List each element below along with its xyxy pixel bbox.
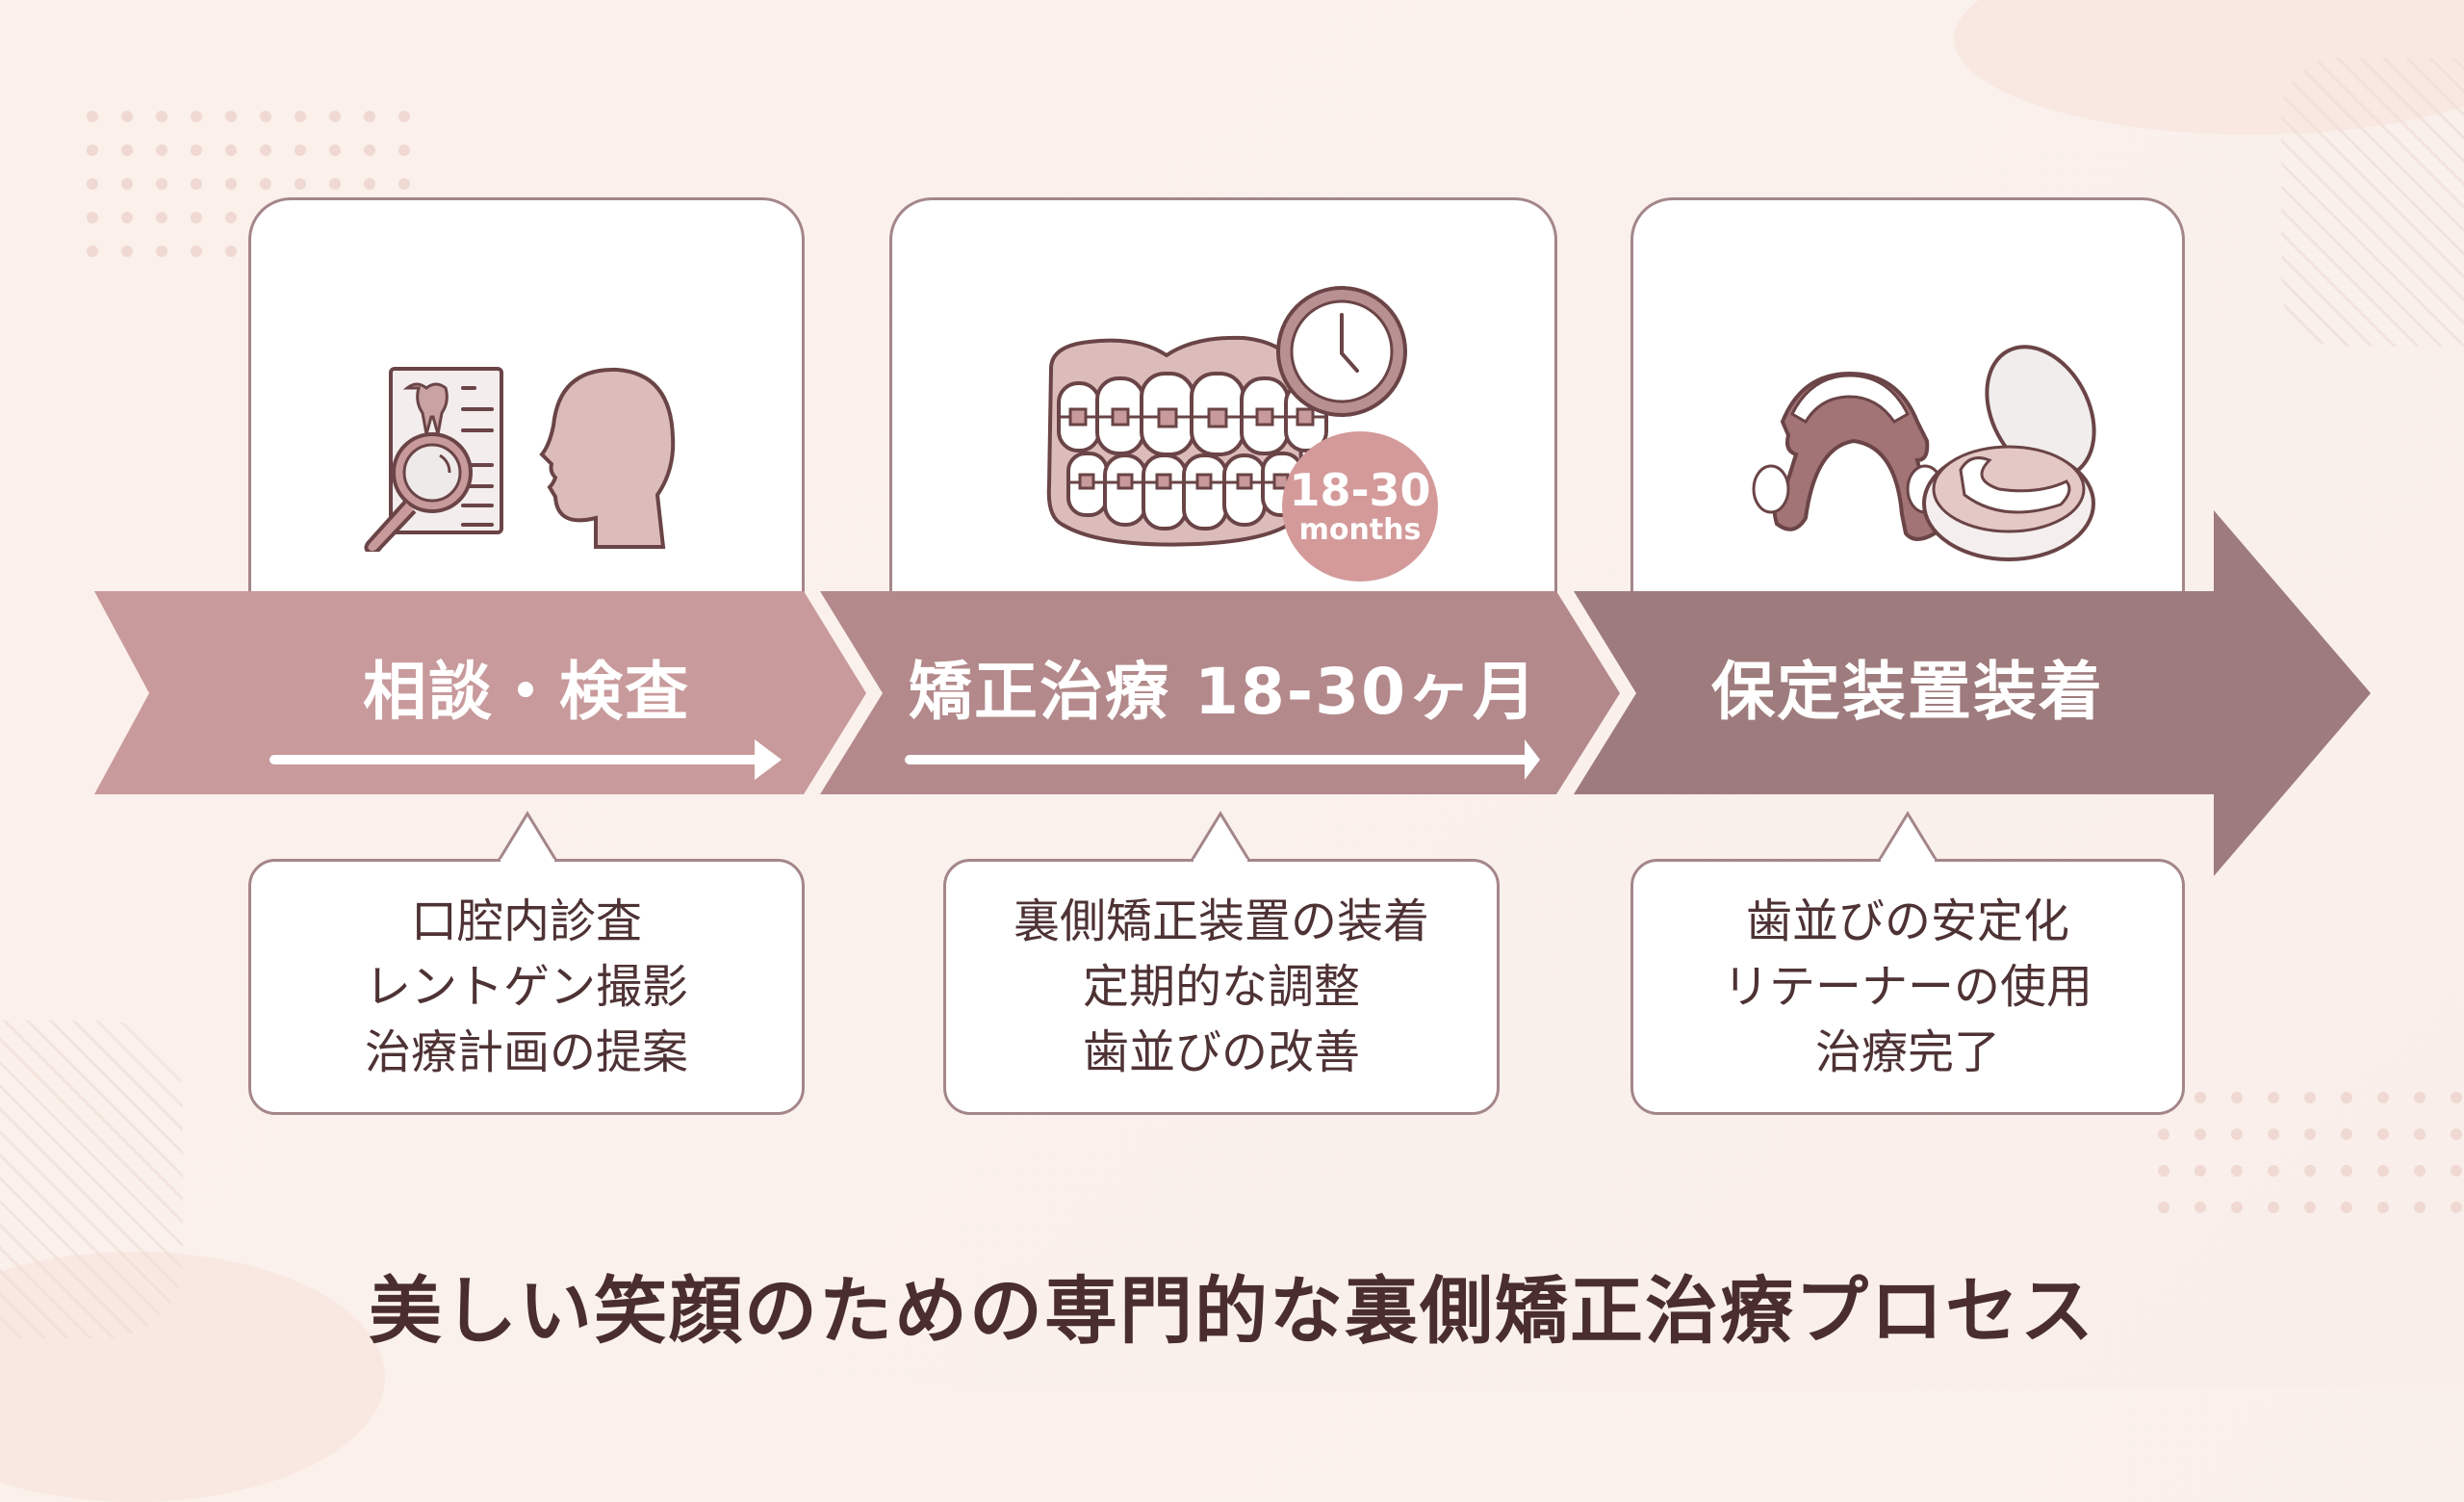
detail-line: 歯並びの改善 [1082, 1025, 1360, 1079]
process-arrow-band [94, 510, 2371, 876]
progress-arrow-icon [270, 739, 782, 780]
pointer-join [1194, 859, 1247, 864]
retainer-case-icon [1715, 345, 2119, 570]
step-3-label: 保定装置装着 [1711, 655, 2104, 729]
duration-badge: 18-30 months [1282, 431, 1438, 582]
step-1-card [248, 197, 805, 594]
detail-line: 治療計画の提案 [364, 1025, 688, 1079]
pointer-join [500, 859, 554, 864]
detail-line: 治療完了 [1814, 1025, 2000, 1079]
decorative-stripes [0, 1021, 183, 1338]
decorative-dots [87, 111, 414, 278]
step-1-label: 相談・検査 [363, 655, 690, 729]
band-segment-3 [1574, 510, 2371, 876]
detail-line: レントゲン撮影 [364, 960, 688, 1014]
step-1-details: 口腔内診査 レントゲン撮影 治療計画の提案 [248, 859, 805, 1115]
band-segment-1 [94, 591, 866, 794]
pointer-join [1881, 859, 1935, 864]
step-2-card: 18-30 months [889, 197, 1557, 594]
step-3-card [1630, 197, 2185, 594]
badge-value: 18-30 [1289, 464, 1431, 516]
detail-line: 歯並びの安定化 [1745, 894, 2069, 948]
bubble-pointers [497, 811, 1938, 862]
detail-line: 口腔内診査 [410, 894, 642, 948]
decorative-stripes [2281, 58, 2464, 347]
detail-line: 定期的な調整 [1082, 960, 1360, 1014]
page-title: 美しい笑顔のための専門的な裏側矯正治療プロセス [369, 1268, 2095, 1354]
step-2-label: 矯正治療 18-30ヶ月 [908, 655, 1539, 729]
braces-clock-icon [1041, 282, 1446, 594]
badge-unit: months [1298, 513, 1422, 547]
decorative-dots [2156, 1092, 2464, 1221]
consultation-exam-icon [347, 359, 694, 556]
step-3-details: 歯並びの安定化 リテーナーの使用 治療完了 [1630, 859, 2185, 1115]
band-segment-2 [820, 591, 1620, 794]
detail-line: 裏側矯正装置の装着 [1013, 894, 1429, 948]
progress-arrow-icon [905, 739, 1540, 780]
detail-line: リテーナーの使用 [1722, 960, 2092, 1014]
step-2-details: 裏側矯正装置の装着 定期的な調整 歯並びの改善 [943, 859, 1500, 1115]
